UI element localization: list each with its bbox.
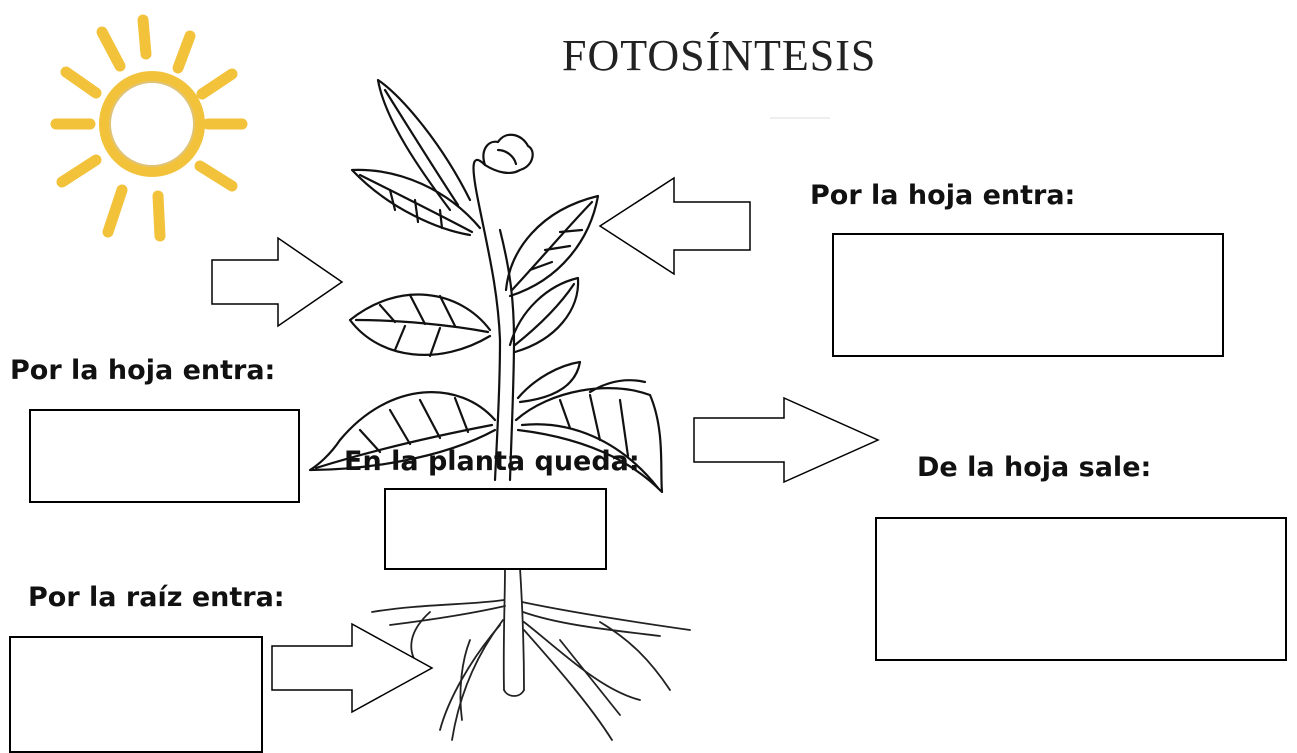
answer-box-leaf-in-left[interactable] — [29, 409, 300, 503]
arrow-left-icon — [598, 176, 751, 276]
arrow-right-icon — [211, 236, 344, 328]
label-leaf-in-right: Por la hoja entra: — [810, 180, 1076, 211]
answer-box-root-in[interactable] — [9, 636, 263, 753]
label-leaf-out: De la hoja sale: — [917, 452, 1152, 483]
plant-drawing — [308, 78, 664, 494]
label-root-in: Por la raíz entra: — [28, 582, 285, 613]
arrow-right-icon — [271, 622, 434, 714]
arrows — [211, 176, 880, 714]
arrow-right-icon — [693, 396, 880, 484]
label-plant-keeps: En la planta queda: — [344, 446, 640, 477]
sun-icon — [50, 14, 248, 242]
answer-box-leaf-out[interactable] — [875, 517, 1287, 661]
page-title: FOTOSÍNTESIS — [562, 31, 877, 80]
answer-box-leaf-in-right[interactable] — [832, 233, 1224, 357]
roots-drawing — [371, 567, 691, 741]
label-leaf-in-left: Por la hoja entra: — [10, 355, 276, 386]
answer-box-plant-keeps[interactable] — [384, 488, 607, 570]
